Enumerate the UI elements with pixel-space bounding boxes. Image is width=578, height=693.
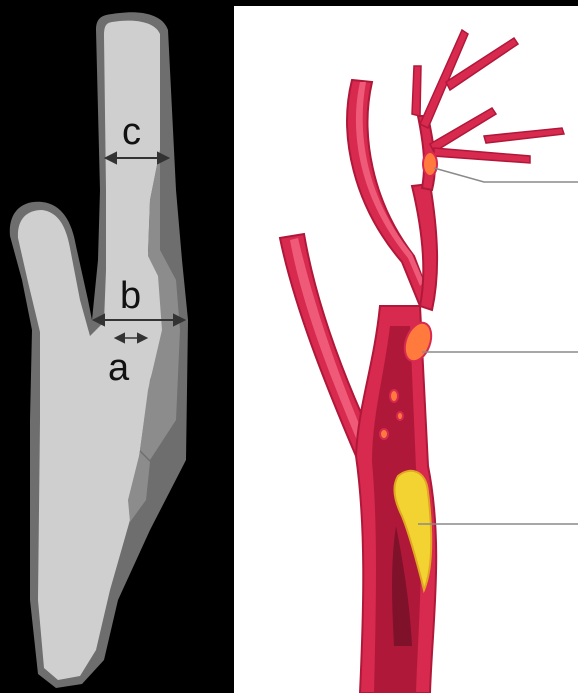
label-b: b (120, 275, 141, 317)
vessel-schematic: c b a (0, 0, 234, 693)
vessel-schematic-panel: c b a (0, 0, 234, 693)
distal-branch-6 (484, 128, 564, 143)
distal-branches (412, 30, 564, 163)
label-a: a (108, 347, 130, 389)
leader-lines (418, 168, 578, 524)
embolus-3 (380, 429, 388, 439)
distal-branch-5 (412, 66, 421, 116)
distal-clot (423, 152, 437, 176)
artery-illustration (234, 6, 578, 693)
distal-branch-4 (434, 148, 530, 163)
leader-line-clot (434, 168, 578, 182)
artery-illustration-panel (234, 6, 578, 693)
label-c: c (122, 111, 141, 153)
embolus-4 (397, 412, 403, 420)
vessel-lumen (18, 21, 166, 680)
embolus-2 (390, 390, 398, 402)
distal-branch-3 (430, 108, 496, 152)
